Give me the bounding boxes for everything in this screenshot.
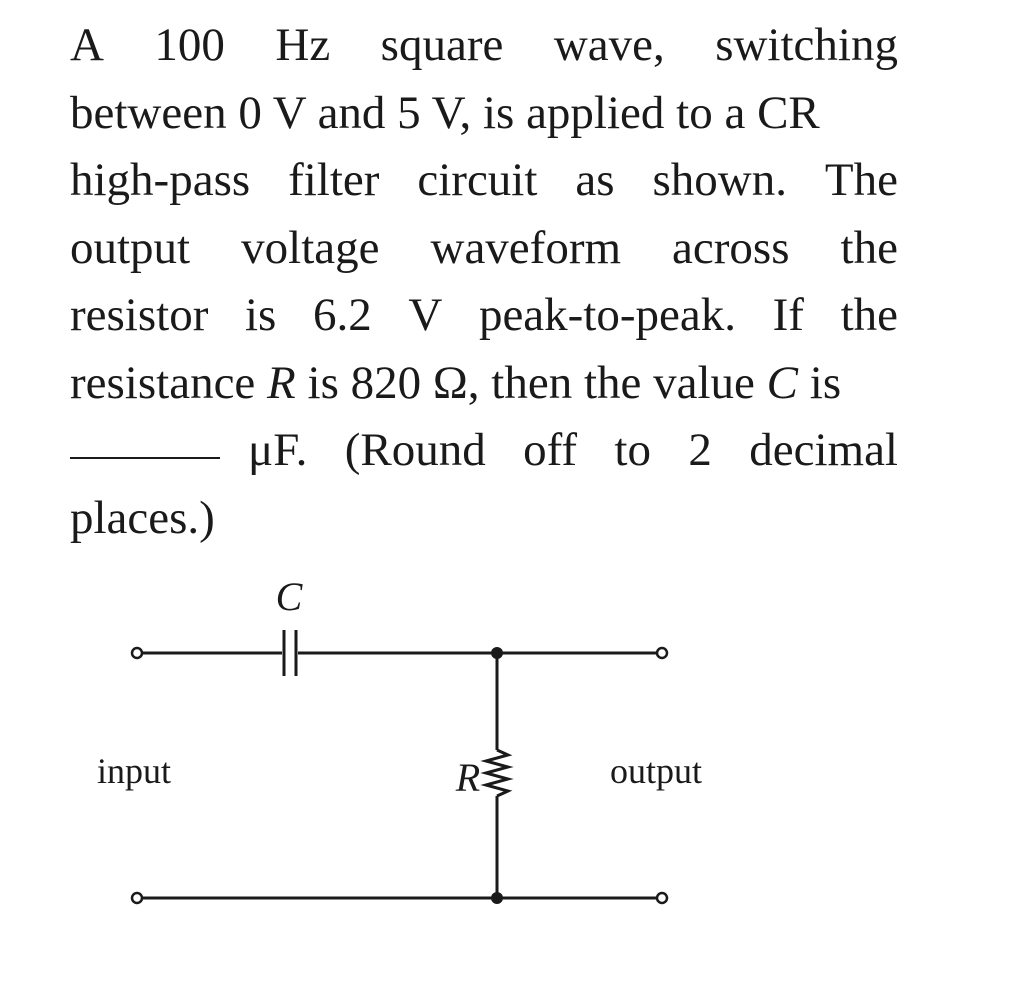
word: Hz bbox=[275, 19, 331, 71]
question-line-1: A 100 Hz square wave, switching bbox=[70, 12, 898, 80]
question-text: A 100 Hz square wave, switching between … bbox=[70, 12, 898, 552]
word: A bbox=[70, 19, 104, 71]
word: switching bbox=[715, 19, 898, 71]
word: across bbox=[672, 221, 790, 274]
junction-dot-top bbox=[491, 647, 503, 659]
word: is bbox=[245, 289, 277, 341]
question-line-6: resistance R is 820 Ω, then the value C … bbox=[70, 350, 898, 418]
question-line-5: resistor is 6.2 V peak-to-peak. If the bbox=[70, 282, 898, 350]
input-terminal-top bbox=[130, 646, 144, 660]
capacitance-symbol: C bbox=[766, 356, 799, 409]
word: The bbox=[824, 154, 898, 206]
question-line-2: between 0 V and 5 V, is applied to a CR bbox=[70, 80, 898, 148]
word: square bbox=[380, 19, 504, 71]
word: voltage bbox=[241, 221, 380, 274]
input-terminal-bottom bbox=[130, 891, 144, 905]
line-text: resistance bbox=[70, 356, 268, 409]
question-line-4: output voltage waveform across the bbox=[70, 215, 898, 283]
word: high-pass bbox=[70, 154, 251, 206]
line-text: is 820 Ω, then the value bbox=[295, 356, 767, 409]
word: If bbox=[772, 289, 804, 341]
word: the bbox=[840, 289, 898, 341]
word: (Round bbox=[344, 424, 486, 476]
word: circuit bbox=[417, 154, 538, 206]
word: waveform bbox=[430, 221, 622, 274]
word: 6.2 bbox=[312, 289, 372, 341]
resistance-symbol: R bbox=[267, 356, 296, 409]
junction-dot-bottom bbox=[491, 892, 503, 904]
word: resistor bbox=[70, 289, 209, 341]
word: 2 bbox=[688, 424, 712, 476]
resistor-zigzag bbox=[480, 748, 514, 798]
line-text: between 0 V and 5 V, is applied to a CR bbox=[70, 86, 820, 139]
word: output bbox=[70, 221, 191, 274]
word: V bbox=[408, 289, 443, 341]
question-line-8: places.) bbox=[70, 485, 898, 553]
word: 100 bbox=[154, 19, 225, 71]
word: peak-to-peak. bbox=[478, 289, 736, 341]
word: filter bbox=[288, 154, 380, 206]
word: shown. bbox=[652, 154, 787, 206]
question-line-3: high-pass filter circuit as shown. The bbox=[70, 147, 898, 215]
answer-blank[interactable] bbox=[70, 417, 220, 459]
capacitor-label: C bbox=[276, 574, 304, 619]
word: μF. bbox=[248, 424, 308, 476]
word: the bbox=[840, 221, 898, 274]
word: off bbox=[523, 424, 578, 476]
word: decimal bbox=[749, 424, 898, 476]
question-line-7: μF. (Round off to 2 decimal bbox=[70, 417, 898, 485]
word: wave, bbox=[553, 19, 665, 71]
input-label: input bbox=[97, 751, 171, 791]
word: as bbox=[575, 154, 615, 206]
line-text: is bbox=[798, 356, 842, 409]
output-label: output bbox=[610, 751, 702, 791]
line-text: places.) bbox=[70, 491, 215, 544]
word: to bbox=[614, 424, 651, 476]
output-terminal-bottom bbox=[655, 891, 669, 905]
resistor-label: R bbox=[455, 755, 480, 800]
output-terminal-top bbox=[655, 646, 669, 660]
